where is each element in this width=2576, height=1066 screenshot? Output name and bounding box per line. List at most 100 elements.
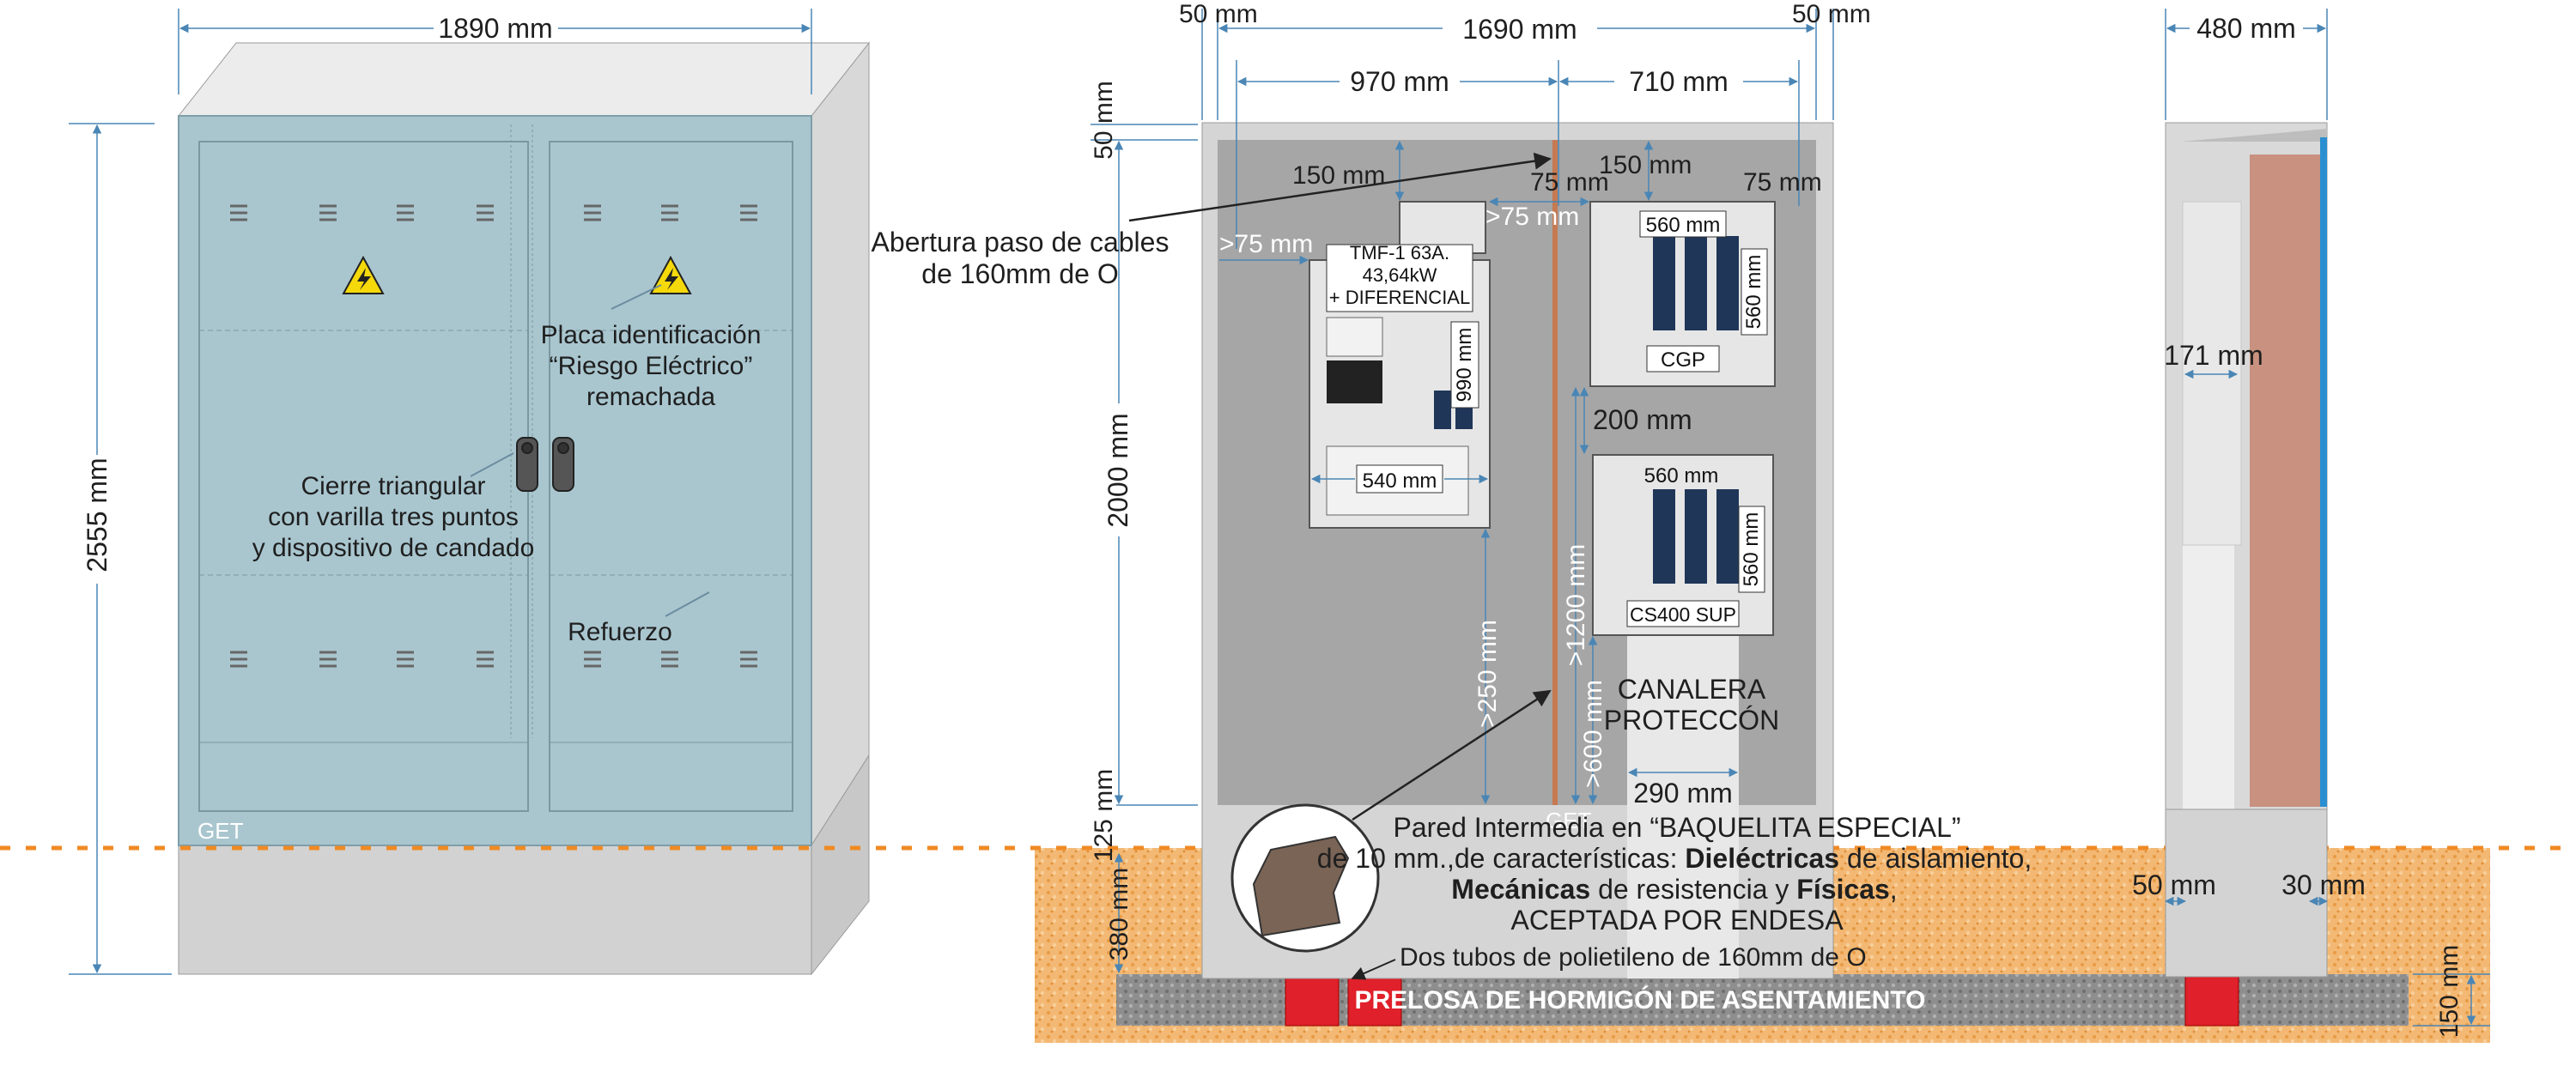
canalera-label-1: CANALERA <box>1618 674 1766 705</box>
warning-icon <box>342 255 385 294</box>
dim-150-right: 150 mm <box>1599 151 1692 179</box>
front-brand: GET <box>197 818 244 844</box>
dim-125: 125 mm <box>1090 769 1118 862</box>
dim-540: 540 mm <box>1363 469 1437 493</box>
leader-line <box>470 452 514 477</box>
cgp-width-box <box>1639 210 1727 238</box>
fuse <box>1685 236 1707 330</box>
cierre-label-3: y dispositivo de candado <box>252 534 535 562</box>
fuse <box>1653 236 1675 330</box>
dim-540-box <box>1356 464 1443 494</box>
prelosa-label: PRELOSA DE HORMIGÓN DE ASENTAMIENTO <box>1354 985 1925 1015</box>
dim-710: 710 mm <box>1629 66 1728 97</box>
side-base <box>2165 809 2328 978</box>
breaker <box>1434 391 1451 429</box>
fuse <box>1716 236 1739 330</box>
dim-gt250: >250 mm <box>1473 620 1502 728</box>
dim-150-side: 150 mm <box>2435 945 2464 1038</box>
cgp-label-box <box>1646 345 1720 372</box>
mounting-plate <box>2250 154 2320 807</box>
pared-label-4: ACEPTADA POR ENDESA <box>1510 905 1844 936</box>
fuse <box>1653 489 1675 584</box>
cierre-label-1: Cierre triangular <box>301 472 485 500</box>
dim-50-top: 50 mm <box>1090 81 1118 160</box>
dim-990-box <box>1450 321 1479 409</box>
right-door[interactable] <box>549 141 793 812</box>
dim-gt75-left: >75 mm <box>1219 230 1313 258</box>
front-top-face <box>177 42 871 117</box>
leader-line <box>665 591 710 617</box>
vent-grilles <box>230 204 757 668</box>
cable-tube <box>1347 973 1402 1027</box>
side-roof <box>2181 129 2327 142</box>
dim-75-b: 75 mm <box>1743 168 1822 197</box>
dim-171: 171 mm <box>2164 340 2263 371</box>
baquelita-wall <box>1552 140 1558 805</box>
tmf-label-box <box>1326 244 1473 312</box>
pared-label-1: Pared Intermedia en “BAQUELITA ESPECIAL” <box>1393 812 1960 843</box>
tubos-label: Dos tubos de polietileno de 160mm de O <box>1400 943 1867 972</box>
cable-tube <box>1285 973 1340 1027</box>
left-door[interactable] <box>198 141 529 812</box>
dim-560-cs-h: 560 mm <box>1740 512 1763 587</box>
front-view: GET 1890 mm 2555 mm Placa identificación… <box>69 9 871 976</box>
placa-label-3: remachada <box>586 383 715 411</box>
pared-label-3: Mecánicas de resistencia y Físicas, <box>1451 874 1897 905</box>
cs400-module: 560 mm 560 mm CS400 SUP <box>1592 454 1774 636</box>
abertura-leader <box>1128 152 1552 222</box>
dim-480: 480 mm <box>2196 13 2296 44</box>
section-view: GET TMF-1 63A. 43,64kW + DIFERENCIAL 540… <box>872 0 2032 980</box>
cs-label-box <box>1626 600 1740 627</box>
canalera-label-2: PROTECCÓN <box>1604 705 1779 736</box>
leader-line <box>611 284 662 310</box>
meter-module: TMF-1 63A. 43,64kW + DIFERENCIAL 540 mm … <box>1309 201 1491 529</box>
dim-560-cs-w: 560 mm <box>1644 464 1719 488</box>
door-lock-handle[interactable] <box>516 437 574 492</box>
fuse <box>1716 489 1739 584</box>
cgp-height-box <box>1741 248 1768 336</box>
dim-560-cgp-h: 560 mm <box>1742 255 1765 330</box>
dim-75-a: 75 mm <box>1530 168 1609 197</box>
side-door[interactable] <box>2320 137 2327 807</box>
meter-panel <box>1326 317 1383 357</box>
dim-560-cgp-w: 560 mm <box>1646 214 1721 237</box>
tubos-leader <box>1351 959 1396 980</box>
section-brand: GET <box>1546 808 1592 833</box>
tmf-label-3: + DIFERENCIAL <box>1329 287 1470 308</box>
dim-50-left: 50 mm <box>1179 0 1258 28</box>
pared-label-2: de 10 mm.,de características: Dieléctric… <box>1317 843 2032 874</box>
meter-display <box>1327 360 1382 403</box>
cierre-label-2: con varilla tres puntos <box>268 503 519 531</box>
front-base <box>178 845 812 975</box>
front-height-dim: 2555 mm <box>82 457 112 572</box>
abertura-label-1: Abertura paso de cables <box>872 227 1170 257</box>
section-ext-lines <box>1201 9 1834 249</box>
dim-2000: 2000 mm <box>1103 413 1133 527</box>
dim-gt1200: >1200 mm <box>1562 544 1590 667</box>
dim-50-side: 50 mm <box>2132 869 2216 900</box>
abertura-label-2: de 160mm de O <box>921 258 1118 289</box>
tmf-label-2: 43,64kW <box>1363 264 1437 286</box>
cs-label: CS400 SUP <box>1630 603 1736 626</box>
front-side-face <box>811 41 870 847</box>
placa-label-2: “Riesgo Eléctrico” <box>550 352 753 380</box>
front-width-dim: 1890 mm <box>438 13 552 44</box>
front-side-base <box>811 754 870 976</box>
dim-50-right: 50 mm <box>1792 0 1871 28</box>
placa-label-1: Placa identificación <box>541 321 762 349</box>
cs-height-box <box>1738 506 1765 593</box>
side-view: 480 mm 171 mm 50 mm 30 mm 150 mm <box>2132 9 2490 1038</box>
dim-970: 970 mm <box>1350 66 1449 97</box>
dim-200: 200 mm <box>1593 404 1692 435</box>
dim-gt600: >600 mm <box>1579 680 1607 788</box>
cable-tube <box>2184 973 2239 1027</box>
dim-990: 990 mm <box>1453 328 1476 403</box>
cgp-module: 560 mm 560 mm CGP <box>1589 201 1776 387</box>
dim-380: 380 mm <box>1105 868 1133 960</box>
side-module <box>2182 201 2242 546</box>
dim-1690: 1690 mm <box>1462 14 1577 45</box>
dim-gt75-mid: >75 mm <box>1485 203 1579 231</box>
dim-30-side: 30 mm <box>2281 869 2366 900</box>
